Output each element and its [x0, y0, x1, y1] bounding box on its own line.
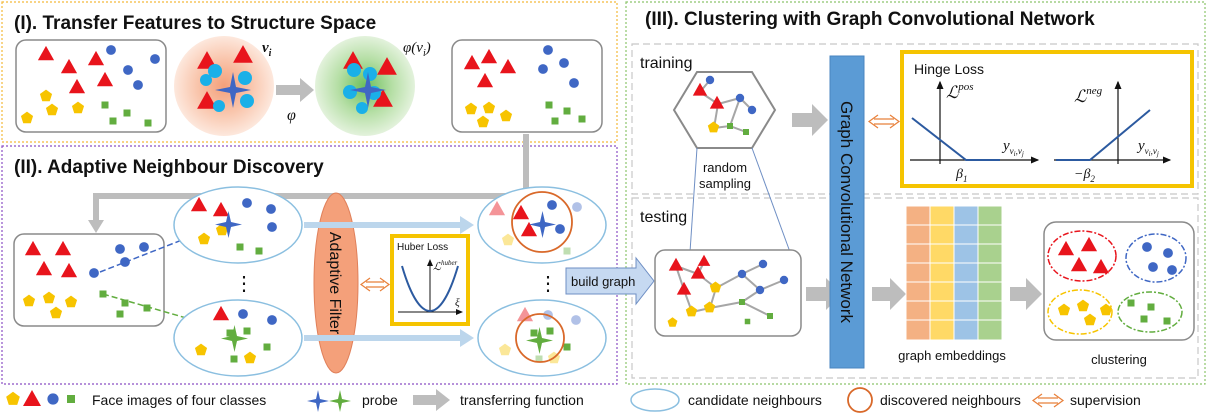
discovered-set-bottom-samples: [498, 306, 581, 364]
section-3-title: (III). Clustering with Graph Convolution…: [645, 9, 1095, 30]
hinge-loss-box: [900, 50, 1194, 188]
pos-hinge-curve: [911, 117, 1000, 161]
clustering-label: clustering: [1091, 352, 1147, 367]
discovered-set-top-samples: [488, 191, 582, 255]
structure-feature-halo: [315, 36, 415, 136]
adaptive-filter: [313, 192, 359, 374]
beta2-label: −β2: [1074, 167, 1095, 184]
supervision-arrow-huber: [359, 277, 391, 292]
flow-arrow-top: [304, 216, 474, 234]
probe-arrow-blue: [99, 221, 230, 273]
arrow-emb-to-cluster: [1010, 278, 1042, 310]
arrow-gcn-to-emb: [872, 278, 906, 310]
section-3-frame: [625, 1, 1206, 385]
sample-link-right: [751, 147, 791, 253]
huber-loss-title: Huber Loss: [397, 242, 448, 253]
random-sampling-label: random: [703, 160, 747, 175]
huber-loss-symbol: ℒhuber: [433, 259, 458, 273]
adaptive-filter-label: Adaptive Filter: [326, 232, 343, 335]
section-2-title: (II). Adaptive Neighbour Discovery: [14, 157, 324, 178]
legend-candidate: candidate neighbours: [688, 392, 822, 408]
testing-label: testing: [640, 209, 687, 226]
section-1-frame: [1, 1, 618, 143]
graph-embeddings: [905, 205, 1003, 341]
pos-y-label: yvi,vj: [1001, 138, 1024, 158]
training-label: training: [640, 55, 692, 72]
huber-x-label: ξ: [455, 297, 460, 309]
legend-transfer: transferring function: [460, 392, 584, 408]
flow-arrow-bottom: [304, 329, 474, 347]
label-vi: vi: [262, 40, 272, 59]
label-phi-vi: φ(vi): [403, 40, 431, 59]
arrow-train-to-gcn: [792, 104, 828, 136]
random-sampling-label-2: sampling: [699, 176, 751, 191]
build-graph-arrow[interactable]: [565, 256, 655, 306]
random-sample-subgraph: [672, 71, 777, 149]
candidate-set-top-samples: [190, 196, 277, 255]
legend-faces: Face images of four classes: [92, 392, 266, 408]
neg-hinge-curve: [1056, 109, 1151, 161]
section-1-title: (I). Transfer Features to Structure Spac…: [14, 13, 376, 34]
huber-curve: [401, 265, 459, 313]
legend-supervision: supervision: [1070, 392, 1141, 408]
gcn-label: Graph Convolutional Network: [837, 101, 856, 324]
transfer-arrow-1: [276, 78, 314, 102]
candidate-set-bottom-samples: [194, 305, 277, 364]
probe-feature-samples: [197, 45, 254, 112]
feature-space-box: [15, 39, 167, 133]
legend-discovered: discovered neighbours: [880, 392, 1021, 408]
legend-probe: probe: [362, 392, 398, 408]
transfer-connector-head: [88, 220, 104, 233]
neg-y-label: yvi,vj: [1136, 138, 1159, 158]
pos-loss-symbol: ℒpos: [946, 81, 974, 102]
legend: Face images of four classes probe transf…: [6, 387, 1141, 413]
structure-feature-samples: [343, 51, 397, 114]
label-phi: φ: [287, 107, 296, 124]
clustering-box: [1043, 221, 1195, 341]
graph-embeddings-label: graph embeddings: [898, 348, 1006, 363]
training-frame: [631, 43, 1199, 195]
neg-loss-symbol: ℒneg: [1074, 85, 1103, 106]
ellipsis-right: ⋮: [538, 273, 558, 295]
build-graph-label: build graph: [571, 274, 635, 289]
section-2-frame: [1, 145, 618, 385]
ellipsis-left: ⋮: [234, 273, 254, 295]
probe-feature-halo: [174, 36, 274, 136]
clustering-result: [1047, 230, 1187, 335]
beta1-label: β1: [955, 167, 967, 184]
supervision-arrow-hinge: [867, 114, 901, 129]
gcn-block: [829, 55, 865, 369]
transfer-connector: [93, 134, 529, 222]
hinge-loss-title: Hinge Loss: [914, 61, 984, 77]
sample-link-left: [689, 147, 698, 253]
